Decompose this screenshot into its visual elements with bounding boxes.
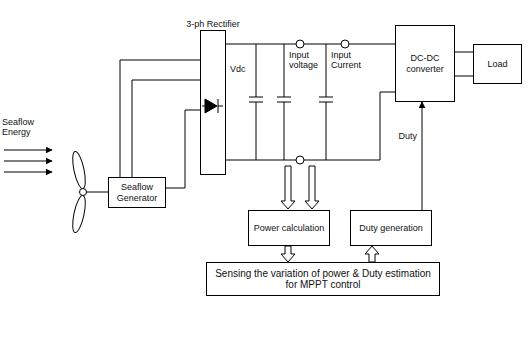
box-text: Sensing the variation of power & Duty es… — [210, 268, 436, 291]
box-text: DC-DC converter — [399, 53, 451, 74]
wire — [284, 102, 285, 160]
sense-point — [296, 40, 304, 48]
propeller-blade — [70, 150, 88, 189]
propeller-hub — [80, 189, 87, 196]
connector-line — [132, 80, 200, 177]
signal-label: Input voltage — [289, 50, 325, 71]
rectifier-box: 3-ph Rectifier — [200, 30, 226, 175]
connector — [120, 60, 200, 188]
capacitor-plate — [249, 97, 263, 98]
propeller — [70, 150, 108, 233]
capacitor-symbol — [319, 44, 333, 160]
flow-arrow — [4, 149, 52, 150]
flow-arrow — [4, 160, 52, 161]
capacitors — [249, 44, 333, 160]
capacitor-plate — [319, 97, 333, 98]
energy-label: Seaflow Energy — [2, 117, 44, 138]
wire — [256, 44, 257, 97]
connector — [455, 52, 473, 76]
propeller-blade — [70, 194, 88, 233]
converter-box: DC-DC converter — [395, 25, 455, 102]
hollow-arrow — [365, 246, 379, 262]
connector-line — [226, 44, 395, 45]
box-text: Load — [487, 59, 507, 69]
wire — [284, 44, 285, 97]
connector — [422, 102, 423, 210]
connector — [365, 246, 379, 262]
box-heading: 3-ph Rectifier — [180, 19, 246, 29]
voltage-label: Vdc — [230, 64, 252, 74]
connector-line — [166, 110, 200, 188]
control-box: Sensing the variation of power & Duty es… — [206, 262, 440, 296]
sense-point — [296, 156, 304, 164]
wire — [326, 44, 327, 97]
generator-box: Seaflow Generator — [108, 177, 166, 208]
diode-triangle — [205, 99, 217, 113]
connector-line — [226, 92, 395, 160]
connector-line — [120, 60, 200, 177]
connector — [226, 44, 395, 160]
shaft — [84, 192, 108, 193]
edge-label: Duty — [397, 131, 418, 141]
box-text: Seaflow Generator — [112, 182, 162, 203]
diode-symbol — [202, 99, 223, 113]
hollow-arrow — [305, 166, 319, 209]
connector-line — [455, 76, 473, 77]
connector — [281, 246, 295, 262]
load-box: Load — [473, 44, 522, 84]
box-text: Duty generation — [359, 223, 423, 233]
flow-arrow — [4, 171, 52, 172]
box-text: Power calculation — [254, 223, 325, 233]
process-box: Duty generation — [350, 210, 432, 246]
capacitor-plate — [277, 97, 291, 98]
flow-arrows — [4, 150, 52, 172]
sense-arrows — [281, 166, 319, 209]
hollow-arrow — [281, 246, 295, 262]
hollow-arrow — [281, 166, 295, 209]
sense-point — [341, 40, 349, 48]
capacitor-symbol — [249, 44, 263, 160]
wire — [326, 102, 327, 160]
diode-lead — [218, 106, 223, 107]
connector-line — [455, 52, 473, 53]
wire — [256, 102, 257, 160]
signal-label: Input Current — [331, 50, 369, 71]
capacitor-symbol — [277, 44, 291, 160]
process-box: Power calculation — [248, 210, 330, 246]
connector-line — [422, 102, 423, 210]
